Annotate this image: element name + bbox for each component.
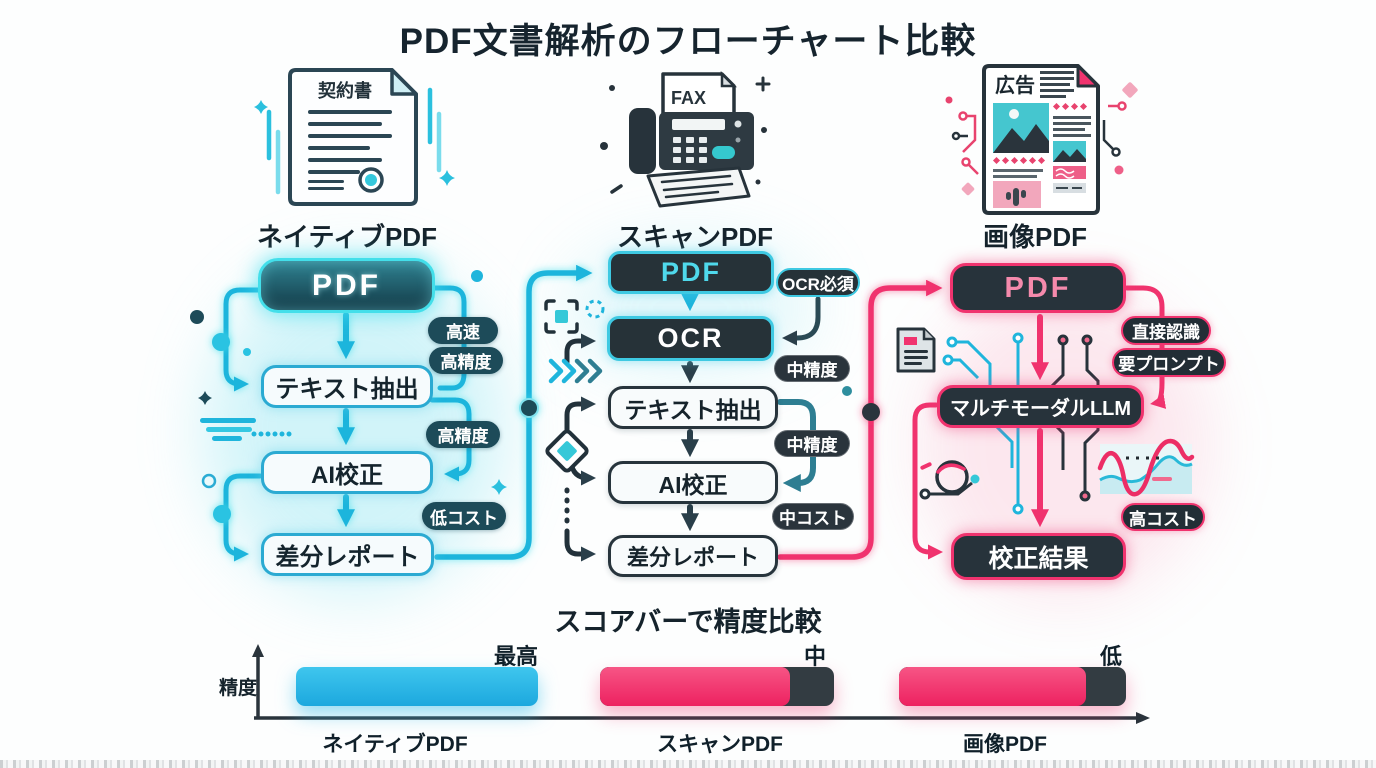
teal-dot [842,386,852,396]
score-bar-image-fill [899,667,1086,706]
flow-node-multimodal-llm: マルチモーダルLLM [937,385,1144,428]
flow-node-scan-pdf: PDF [608,251,774,294]
knot-doodle-icon [919,460,980,500]
sparkle-icon [439,170,455,186]
value-label-image: 低 [1099,644,1122,669]
diamond-decision-icon [545,429,589,473]
score-bar-scan-fill [600,667,790,706]
ad-label: 広告 [995,73,1035,97]
dashed-circle-icon [585,299,605,319]
column-header-native: ネイティブPDF [257,222,437,252]
category-label-native: ネイティブPDF [322,733,468,756]
badge-mid-accuracy-2: 中精度 [774,430,850,457]
fax-label: FAX [671,88,706,108]
score-bar-scan [600,667,834,706]
loop-ai-to-diff [223,473,263,562]
badge-mid-cost: 中コスト [772,503,854,530]
flow-node-native-diff-report: 差分レポート [261,533,434,576]
connector-ocr-badge-to-ocr [782,296,821,346]
x-axis-arrowhead [1136,712,1150,724]
wave-chart-decoration [1097,438,1195,497]
loop-llm-to-result-left [912,402,943,560]
flow-node-native-pdf: PDF [258,258,435,313]
native-decorations [190,270,507,523]
y-axis-arrowhead [252,644,264,657]
badge-ocr-required: OCR必須 [776,268,860,297]
branch-to-diff [564,528,596,562]
score-bar-native [296,667,538,706]
flow-node-image-pdf: PDF [950,263,1126,313]
flow-node-native-ai-proof: AI校正 [261,451,433,494]
ad-flyer-icon: 広告 [945,64,1138,215]
score-axes [252,644,1150,724]
bottom-artifact-strip [0,760,1376,768]
page-title: PDF文書解析のフローチャート比較 [399,22,977,61]
badge-high-accuracy-1: 高精度 [429,347,503,374]
fax-machine-icon: FAX [600,70,771,208]
score-chart-title: スコアバーで精度比較 [554,607,822,637]
loop-pdf-to-llm-right [1124,285,1167,409]
value-label-scan: 中 [803,644,826,669]
category-label-image: 画像PDF [963,733,1047,756]
branch-to-ocr [564,333,596,365]
contract-document-icon: 契約書 [254,68,455,206]
loop-pdf-left [223,287,263,392]
flow-node-proof-result: 校正結果 [951,533,1126,580]
crop-frame-icon [544,299,579,334]
sparkle-icon [198,391,212,405]
pink-diamond-decor [1122,82,1138,98]
contract-label: 契約書 [317,80,372,101]
column-header-scan: スキャンPDF [616,222,773,252]
value-label-native: 最高 [493,644,538,669]
chevrons-icon [548,358,603,384]
connector-diff-to-image-pdf [777,279,943,560]
badge-high-cost: 高コスト [1121,503,1205,531]
flow-node-scan-ai-proof: AI校正 [608,461,778,504]
image-flow-arrows [912,285,1167,560]
badge-prompt-required: 要プロンプト [1112,348,1226,377]
branch-to-extract [564,396,596,438]
badge-fast: 高速 [428,317,498,344]
flow-node-native-text-extract: テキスト抽出 [261,365,433,408]
score-bar-image [899,667,1126,706]
sparkle-icon [254,100,268,114]
flow-node-scan-text-extract: テキスト抽出 [608,386,778,429]
flow-node-scan-diff-report: 差分レポート [608,535,778,577]
y-axis-label: 精度 [219,678,258,699]
badge-direct-recognition: 直接認識 [1121,316,1211,345]
category-label-scan: スキャンPDF [657,733,783,756]
small-document-icon [896,327,936,373]
column-header-image: 画像PDF [982,222,1087,252]
badge-high-accuracy-2: 高精度 [426,421,500,448]
pink-line-node-dot [862,403,880,421]
badge-mid-accuracy-1: 中精度 [774,355,850,382]
sparkle-icon [491,479,507,495]
badge-low-cost: 低コスト [422,502,506,530]
flow-node-scan-ocr: OCR [607,316,774,361]
cyan-line-node-dot [519,398,539,418]
